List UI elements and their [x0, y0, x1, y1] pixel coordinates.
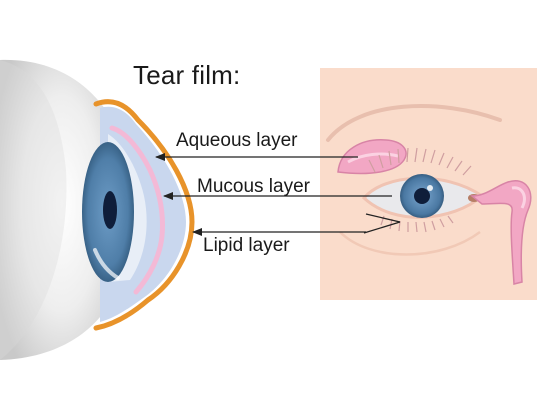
aqueous-layer-label: Aqueous layer	[176, 130, 298, 151]
front-iris-highlight	[427, 185, 433, 191]
lacrimal-duct-highlight	[511, 186, 526, 209]
lipid-arrow-branch	[365, 213, 401, 223]
upper-eyelashes	[368, 147, 472, 176]
diagram-title: Tear film:	[133, 60, 241, 90]
iris-side	[82, 142, 134, 282]
eye-front-panel	[320, 68, 537, 300]
lower-fold	[339, 230, 481, 256]
front-pupil	[414, 188, 430, 204]
label-arrows	[155, 153, 401, 236]
brow-fold	[326, 104, 502, 142]
eyeball-side-view	[0, 59, 112, 360]
iris-highlight	[93, 248, 120, 280]
pupil-shape	[103, 191, 117, 229]
mucous-layer-band	[109, 125, 165, 295]
lacrimal-gland	[337, 139, 407, 175]
lower-eyelashes	[380, 215, 454, 233]
eyeball-shadow	[0, 60, 67, 360]
lacrimal-duct	[469, 179, 532, 285]
lacrimal-gland-fold	[347, 152, 399, 164]
mucous-layer-label: Mucous layer	[197, 176, 310, 197]
lipid-layer-label: Lipid layer	[203, 235, 290, 256]
lipid-arrow-main	[363, 221, 401, 234]
eyeball-globe	[0, 59, 112, 360]
lipid-layer-band	[93, 99, 195, 331]
